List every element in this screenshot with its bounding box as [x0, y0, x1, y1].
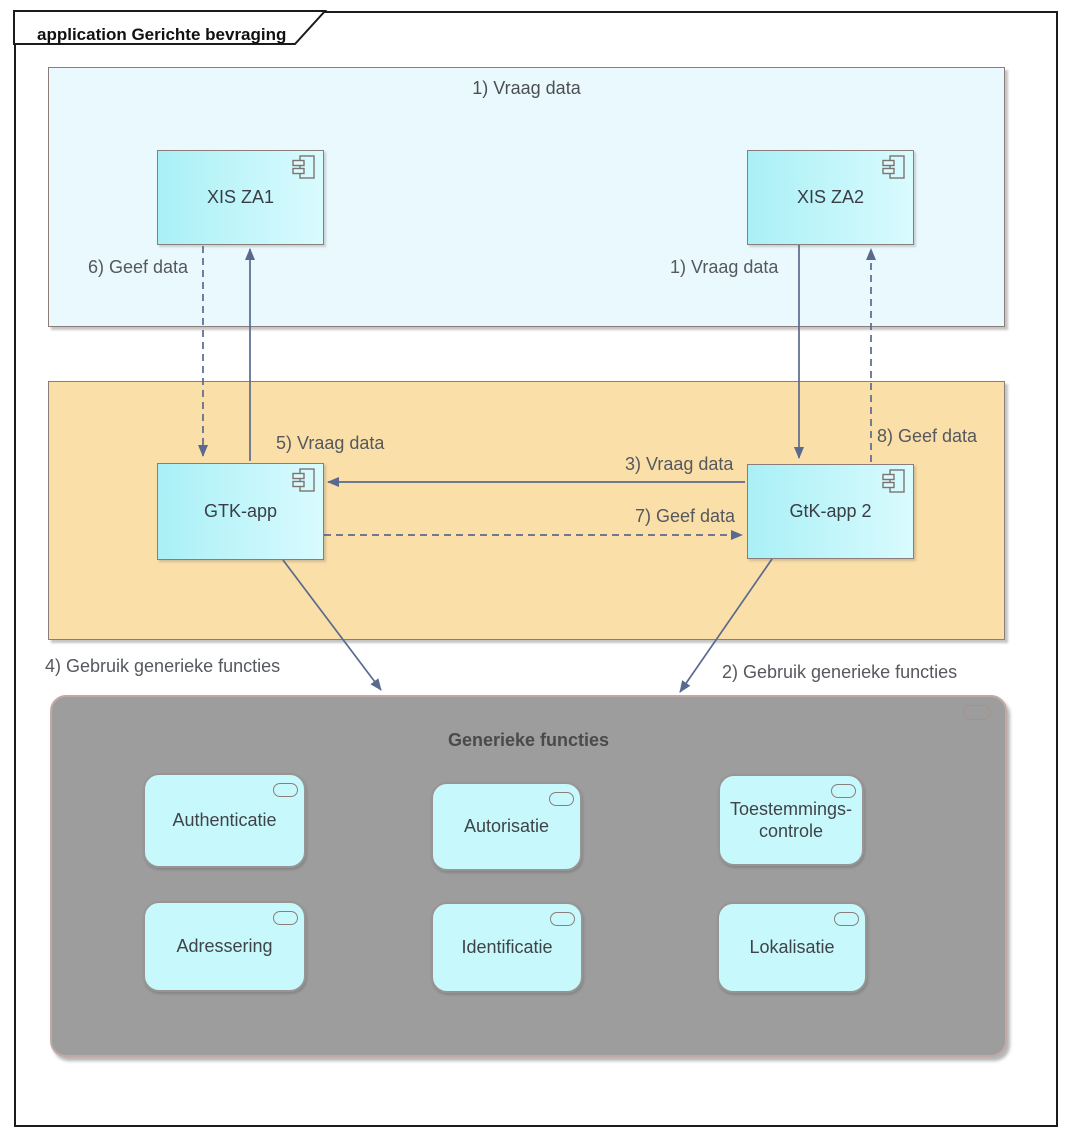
component-label: GTK-app [203, 501, 278, 521]
diagram-title: application Gerichte bevraging [37, 25, 287, 44]
label-5-vraag-data: 5) Vraag data [276, 433, 385, 453]
label-1-vraag-data: 1) Vraag data [670, 257, 779, 277]
component-icon [882, 155, 905, 179]
zone-vraag-data-caption: 1) Vraag data [472, 78, 581, 98]
label-4-gebruik-functies: 4) Gebruik generieke functies [45, 656, 281, 676]
function-label: Authenticatie [172, 810, 277, 831]
label-6-geef-data: 6) Geef data [88, 257, 189, 277]
component-xis-za1[interactable]: XIS ZA1 [157, 150, 324, 245]
label-2-gebruik-functies: 2) Gebruik generieke functies [722, 662, 958, 682]
component-gtk-app[interactable]: GTK-app [157, 463, 324, 560]
rounded-rect-icon [550, 912, 575, 926]
rounded-rect-icon [273, 783, 298, 797]
component-label: GtK-app 2 [789, 501, 872, 521]
rounded-rect-icon [963, 705, 991, 720]
zone-generieke-functies[interactable]: Generieke functies [50, 695, 1007, 1057]
rounded-rect-icon [834, 912, 859, 926]
function-lokalisatie[interactable]: Lokalisatie [717, 902, 867, 993]
function-label: Toestemmings-controle [729, 798, 853, 842]
component-xis-za2[interactable]: XIS ZA2 [747, 150, 914, 245]
label-3-vraag-data: 3) Vraag data [625, 454, 734, 474]
component-icon [882, 469, 905, 493]
function-toestemmingscontrole[interactable]: Toestemmings-controle [718, 774, 864, 866]
component-label: XIS ZA1 [206, 187, 275, 207]
function-label: Autorisatie [463, 816, 550, 837]
rounded-rect-icon [549, 792, 574, 806]
label-8-geef-data: 8) Geef data [877, 426, 978, 446]
title-tab-shape [13, 10, 328, 45]
function-adressering[interactable]: Adressering [143, 901, 306, 992]
function-label: Lokalisatie [749, 937, 835, 958]
function-label: Identificatie [461, 937, 553, 958]
rounded-rect-icon [273, 911, 298, 925]
component-icon [292, 468, 315, 492]
function-label: Adressering [176, 936, 273, 957]
function-autorisatie[interactable]: Autorisatie [431, 782, 582, 871]
function-identificatie[interactable]: Identificatie [431, 902, 583, 993]
generieke-functies-title: Generieke functies [447, 730, 610, 750]
function-authenticatie[interactable]: Authenticatie [143, 773, 306, 868]
component-icon [292, 155, 315, 179]
label-7-geef-data: 7) Geef data [635, 506, 736, 526]
rounded-rect-icon [831, 784, 856, 798]
component-label: XIS ZA2 [796, 187, 865, 207]
diagram-frame [14, 11, 1058, 1127]
diagram-title-tab: application Gerichte bevraging [13, 10, 335, 46]
component-gtk-app-2[interactable]: GtK-app 2 [747, 464, 914, 559]
